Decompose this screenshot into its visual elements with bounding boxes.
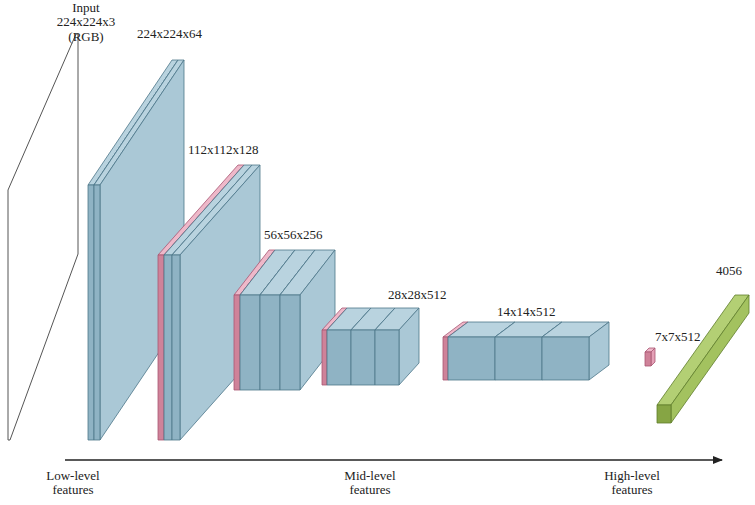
dimension-label: 112x112x128: [188, 143, 259, 157]
axis-label: Mid-level features: [335, 469, 405, 498]
dimension-label: 224x224x64: [137, 27, 202, 41]
conv-layer-front: [280, 295, 300, 390]
layer-blocks: [88, 60, 749, 440]
conv-layer-front: [495, 337, 542, 380]
dimension-label: 56x56x256: [264, 228, 323, 242]
dimension-label: 28x28x512: [388, 288, 447, 302]
conv-layer-front: [375, 330, 399, 385]
feature-axis-arrow: [65, 459, 722, 460]
pool-layer-front: [443, 337, 448, 380]
pool-layer-side: [651, 348, 655, 366]
conv-layer-side: [589, 322, 609, 380]
pool-layer-front: [234, 295, 240, 390]
axis-label: Low-level features: [38, 469, 108, 498]
dimension-label: 4056: [716, 264, 742, 278]
conv-layer-side: [180, 165, 260, 440]
conv-layer-front: [94, 185, 100, 440]
conv-layer-front: [542, 337, 589, 380]
conv-layer-front: [260, 295, 280, 390]
conv-layer-front: [88, 185, 94, 440]
pool-layer-front: [158, 255, 164, 440]
conv-layer-front: [240, 295, 260, 390]
input-plane: [8, 34, 78, 440]
fc-layer-top: [657, 295, 749, 405]
dimension-label: 14x14x512: [497, 305, 556, 319]
conv-layer-front: [164, 255, 172, 440]
input-label: Input 224x224x3 (RGB): [54, 1, 118, 44]
axis-label: High-level features: [596, 469, 668, 498]
pool-layer-front: [645, 352, 651, 366]
fc-layer-side: [671, 295, 749, 423]
conv-layer-front: [351, 330, 375, 385]
pool-layer-front: [322, 330, 327, 385]
conv-layer-side: [399, 308, 419, 385]
fc-layer-front: [657, 405, 671, 423]
conv-layer-front: [448, 337, 495, 380]
dimension-label: 7x7x512: [655, 330, 701, 344]
conv-layer-front: [327, 330, 351, 385]
conv-layer-front: [172, 255, 180, 440]
